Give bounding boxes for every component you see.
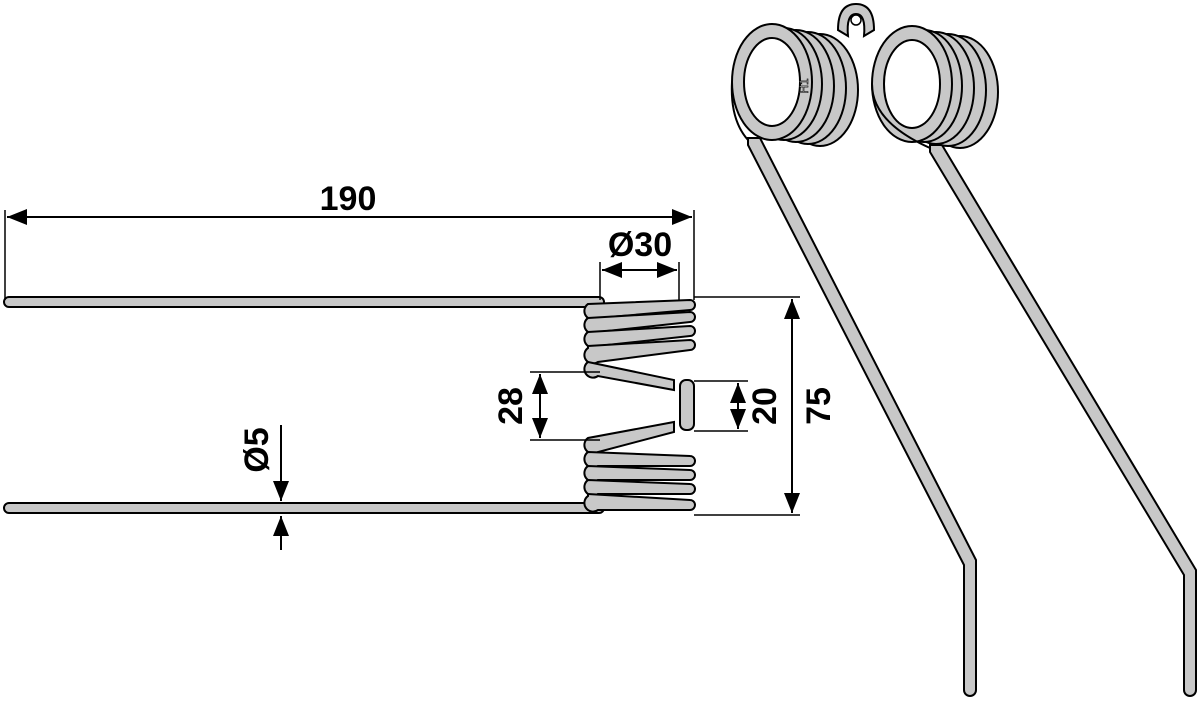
- length-label: 190: [320, 180, 377, 218]
- inner-gap-label: 28: [492, 387, 530, 425]
- right-tine-leg: [929, 144, 1197, 697]
- dimension-height: 75: [694, 296, 838, 516]
- left-coil: [730, 23, 859, 147]
- dimension-inner-gap: 28: [492, 371, 600, 441]
- upper-coil: [583, 298, 696, 392]
- dimension-wire-diameter: Ø5: [238, 425, 289, 550]
- height-label: 75: [800, 387, 838, 425]
- dimension-length: 190: [4, 180, 695, 300]
- middle-loop: [679, 379, 695, 431]
- front-view: H1: [730, 2, 1197, 697]
- lower-coil: [583, 420, 696, 513]
- upper-tine-arm: [3, 296, 605, 308]
- loop-width-label: 20: [746, 387, 784, 425]
- center-eye: [836, 2, 876, 38]
- lower-tine-arm: [3, 502, 605, 514]
- dimension-loop-width: 20: [694, 380, 784, 432]
- right-coil: [871, 25, 999, 149]
- coil-diameter-label: Ø30: [608, 226, 672, 264]
- left-tine-leg: [747, 137, 977, 697]
- h1-stamp: H1: [797, 78, 811, 94]
- side-view: 190 Ø30 75 28 20: [3, 180, 838, 550]
- wire-diameter-label: Ø5: [238, 427, 276, 472]
- dimension-coil-diameter: Ø30: [599, 226, 680, 300]
